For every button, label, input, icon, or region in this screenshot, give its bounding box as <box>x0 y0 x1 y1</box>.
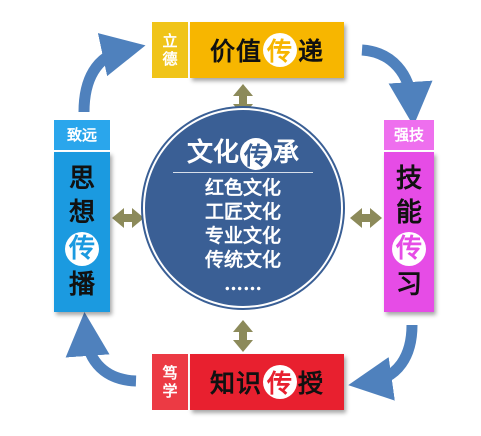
right-char-circle: 传 <box>392 232 426 266</box>
center-item-1: 红色文化 <box>204 177 281 199</box>
cycle-arrow-left-to-top <box>78 33 146 113</box>
center-circle: 文化传承 红色文化 工匠文化 专业文化 传统文化 …… <box>145 110 341 306</box>
left-char-circle: 传 <box>65 232 99 266</box>
bottom-label-pre: 知识 <box>209 369 262 398</box>
center-title: 文化传承 <box>145 132 341 170</box>
left-tag-label: 致远 <box>66 126 97 144</box>
cycle-arrow-right-to-bottom <box>348 324 418 401</box>
bottom-label-circle: 传 <box>263 365 297 399</box>
bottom-box: 知识 传 授 <box>190 354 344 410</box>
left-char-4: 播 <box>68 270 95 300</box>
top-label-circle: 传 <box>263 33 297 67</box>
bottom-tag: 笃 学 <box>152 354 188 410</box>
center-title-post: 承 <box>273 138 300 168</box>
center-list: 红色文化 工匠文化 专业文化 传统文化 …… <box>145 176 341 296</box>
left-char-2: 想 <box>68 198 95 228</box>
left-box: 思 想 传 播 <box>54 152 110 312</box>
top-box: 价值 传 递 <box>190 22 344 78</box>
connector-left <box>112 208 144 228</box>
right-tag: 强技 <box>384 120 434 150</box>
connector-right <box>350 208 382 228</box>
center-title-circle: 传 <box>240 137 272 170</box>
right-tag-label: 强技 <box>393 126 424 144</box>
right-char-1: 技 <box>395 164 422 194</box>
top-tag-char-1: 立 <box>162 32 178 50</box>
center-item-4: 传统文化 <box>204 249 281 271</box>
left-char-1: 思 <box>68 164 95 194</box>
top-tag: 立 德 <box>152 22 188 78</box>
top-tag-char-2: 德 <box>162 50 178 68</box>
cycle-arrow-top-to-right <box>361 44 433 126</box>
center-item-5: …… <box>224 273 262 295</box>
top-label-post: 递 <box>298 37 325 66</box>
right-char-4: 习 <box>395 270 422 300</box>
center-item-3: 专业文化 <box>204 225 281 247</box>
left-tag: 致远 <box>54 120 110 150</box>
bottom-label-post: 授 <box>298 369 325 398</box>
center-title-pre: 文化 <box>186 138 239 168</box>
cycle-arrow-bottom-to-left <box>65 312 137 387</box>
right-box: 技 能 传 习 <box>384 152 434 312</box>
center-item-2: 工匠文化 <box>204 201 281 223</box>
top-label-pre: 价值 <box>209 37 262 66</box>
right-char-2: 能 <box>395 198 422 228</box>
bottom-tag-char-2: 学 <box>162 382 178 400</box>
center-divider <box>173 172 313 173</box>
bottom-tag-char-1: 笃 <box>162 364 178 382</box>
connector-bottom <box>233 320 253 352</box>
